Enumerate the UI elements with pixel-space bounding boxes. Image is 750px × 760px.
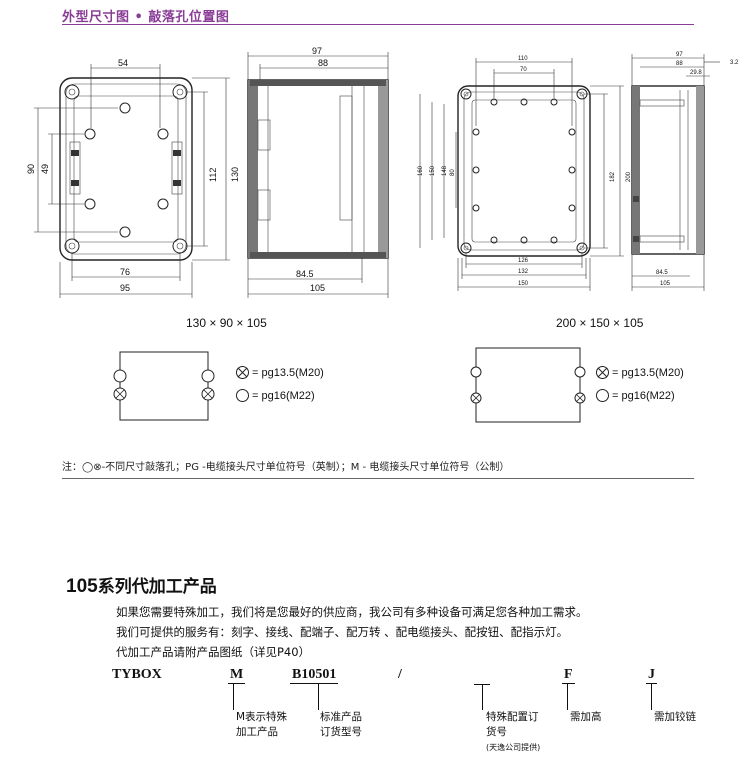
svg-text:150: 150 (430, 165, 436, 176)
large-size-label: 200 × 150 × 105 (556, 316, 644, 330)
svg-text:182: 182 (610, 171, 616, 182)
svg-text:49: 49 (40, 164, 50, 174)
open-circle-icon (596, 389, 609, 402)
svg-text:150: 150 (518, 281, 529, 287)
code-model: B10501 (290, 667, 339, 684)
svg-text:97: 97 (312, 46, 322, 56)
svg-text:88: 88 (318, 58, 328, 68)
legend-open-small: = pg16(M22) (236, 389, 315, 402)
large-front-view: 110 70 160 150 148 80 182 200 126 132 (418, 56, 632, 291)
dimension-drawings: 54 90 49 112 130 76 95 (26, 46, 739, 423)
svg-text:148: 148 (442, 165, 448, 176)
svg-text:90: 90 (26, 164, 36, 174)
code-tybox: TYBOX (112, 667, 162, 682)
explain-m: M表示特殊 加工产品 (236, 711, 288, 738)
svg-text:29.8: 29.8 (690, 70, 702, 76)
leader-model (318, 684, 319, 710)
leader-special (482, 684, 483, 710)
code-m: M (228, 667, 246, 684)
svg-text:126: 126 (518, 258, 529, 264)
svg-text:88: 88 (676, 61, 683, 67)
svg-text:84.5: 84.5 (296, 269, 314, 279)
section-title: 105系列代加工产品 (66, 576, 217, 597)
svg-text:95: 95 (120, 283, 130, 293)
intro-line-3: 代加工产品请附产品图纸（详见P40） (116, 645, 311, 659)
svg-text:160: 160 (418, 165, 424, 176)
crossed-circle-icon (596, 366, 609, 379)
explain-f: 需加高 (570, 711, 602, 723)
svg-text:3.2: 3.2 (730, 60, 739, 66)
svg-text:132: 132 (518, 269, 529, 275)
svg-text:112: 112 (208, 168, 218, 182)
small-side-view: 97 88 84.5 105 (247, 46, 389, 298)
footnote: 注：◯⊗-不同尺寸敲落孔；PG -电缆接头尺寸单位符号（英制）；M - 电缆接头… (62, 462, 510, 473)
leader-m (233, 684, 234, 710)
large-knockout-diagram (470, 347, 586, 423)
svg-text:105: 105 (660, 281, 671, 287)
code-slash: / (398, 667, 402, 682)
crossed-circle-icon (236, 366, 249, 379)
intro-line-2: 我们可提供的服务有：刻字、接线、配端子、配万转 、配电缆接头、配按钮、配指示灯。 (116, 625, 569, 639)
section-header: 外型尺寸图 • 敲落孔位置图 (62, 10, 230, 25)
legend-cross-large: = pg13.5(M20) (596, 366, 684, 379)
intro-line-1: 如果您需要特殊加工，我们将是您最好的供应商，我公司有多种设备可满足您各种加工需求… (116, 605, 588, 619)
legend-open-large: = pg16(M22) (596, 389, 675, 402)
svg-text:70: 70 (520, 67, 527, 73)
svg-text:80: 80 (450, 169, 456, 176)
leader-f (567, 684, 568, 710)
code-f: F (562, 667, 575, 684)
large-side-view: 97 88 29.8 3.2 84.5 105 (631, 52, 739, 291)
svg-text:105: 105 (310, 283, 325, 293)
header-divider (62, 24, 694, 25)
explain-j: 需加铰链 (654, 711, 696, 723)
dim-54: 54 (118, 58, 128, 68)
svg-text:130: 130 (230, 167, 240, 182)
explain-special: 特殊配置订 货号 (天逸公司提供) (486, 711, 541, 752)
open-circle-icon (236, 389, 249, 402)
code-j: J (646, 667, 657, 684)
svg-text:76: 76 (120, 267, 130, 277)
legend-cross-small: = pg13.5(M20) (236, 366, 324, 379)
svg-text:97: 97 (676, 52, 683, 58)
small-knockout-diagram (113, 351, 215, 421)
leader-j (651, 684, 652, 710)
svg-text:84.5: 84.5 (656, 270, 668, 276)
explain-model: 标准产品 订货型号 (320, 711, 362, 738)
svg-text:110: 110 (518, 56, 528, 62)
svg-text:200: 200 (626, 171, 632, 182)
footnote-divider (62, 478, 694, 479)
small-front-view: 54 90 49 112 130 76 95 (26, 58, 240, 298)
small-size-label: 130 × 90 × 105 (186, 316, 267, 330)
